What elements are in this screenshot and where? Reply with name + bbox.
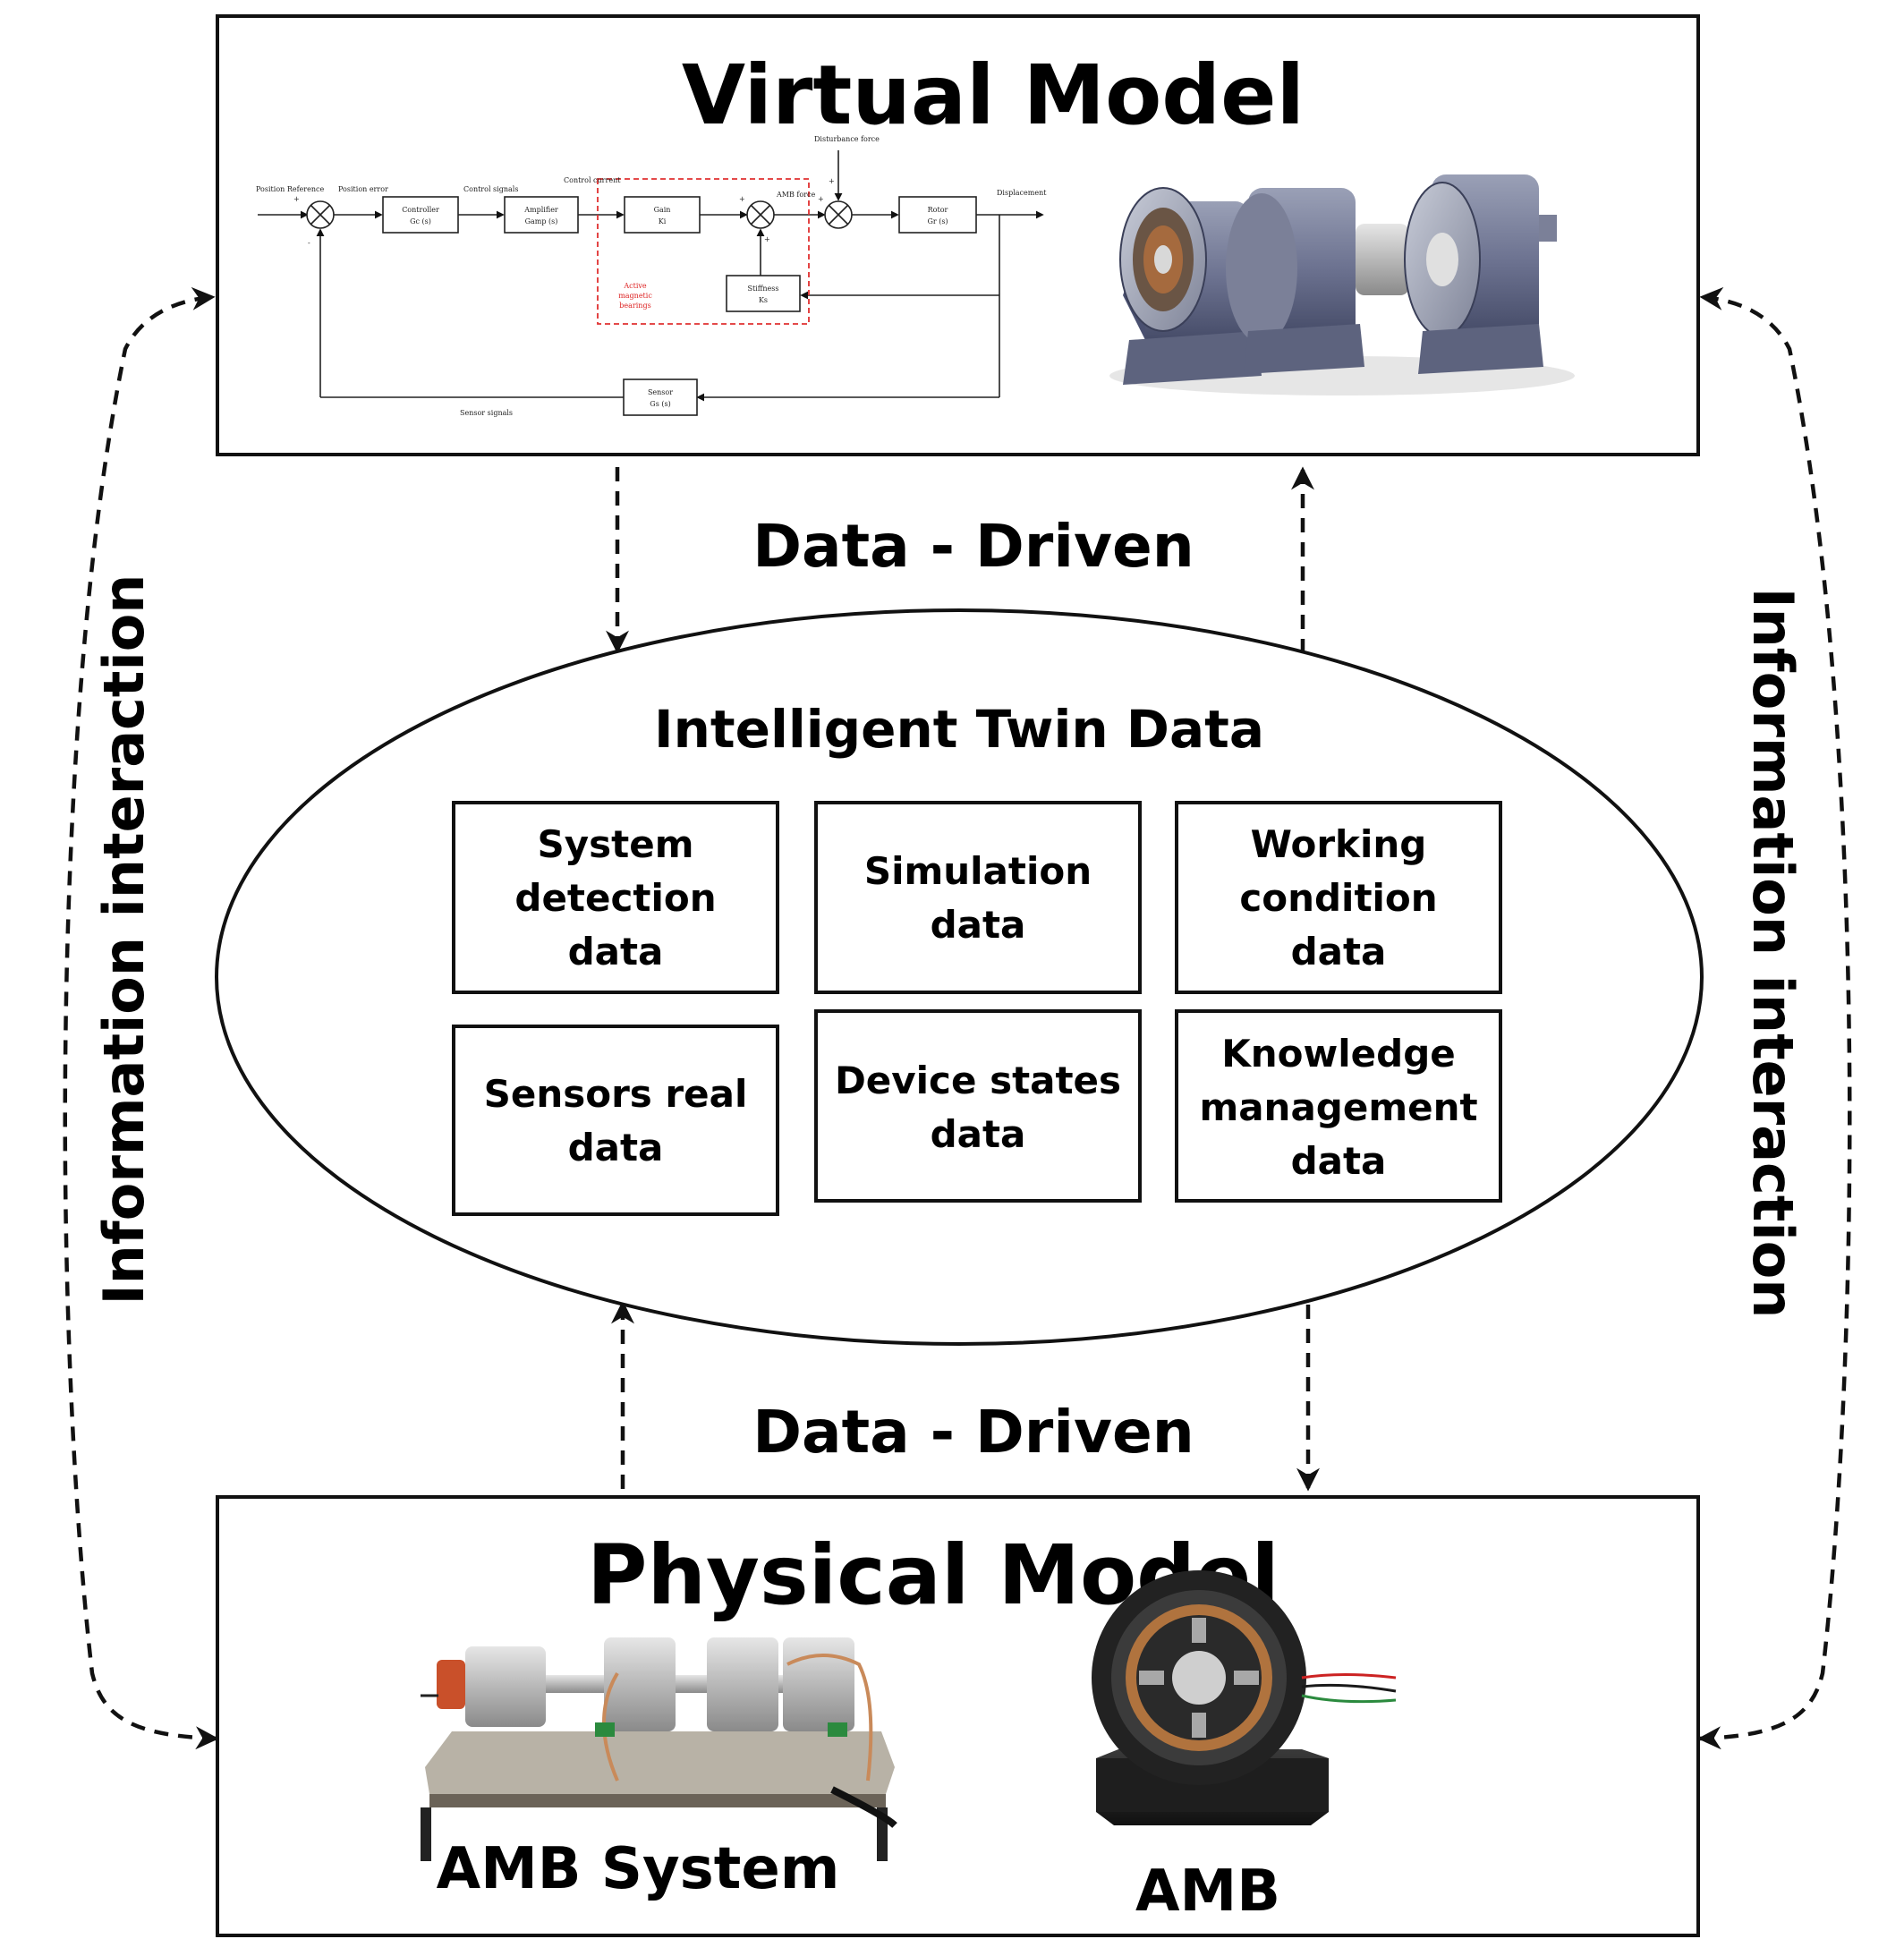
- amb-group-label: Active: [623, 282, 647, 290]
- twin-cell-sensors-real: Sensors real data: [452, 1025, 779, 1216]
- sign-plus: +: [293, 195, 300, 203]
- label-disturbance-force: Disturbance force: [814, 135, 880, 143]
- cell-line: detection: [514, 876, 716, 920]
- twin-cell-working-condition: Working condition data: [1175, 801, 1502, 994]
- physical-model-frame: [216, 1495, 1700, 1937]
- amb-group-label: bearings: [619, 302, 650, 310]
- amb-group-outline: [597, 178, 810, 325]
- cell-line: Knowledge: [1221, 1032, 1456, 1076]
- cell-line: management: [1199, 1085, 1477, 1129]
- sign-plus: +: [829, 177, 835, 185]
- cell-line: data: [931, 903, 1026, 947]
- cell-line: Sensors real: [484, 1072, 748, 1116]
- amb-system-caption: AMB System: [437, 1836, 840, 1902]
- amplifier-tf: Gamp (s): [525, 217, 558, 225]
- amplifier-block: [504, 196, 579, 234]
- information-interaction-arrows: [63, 286, 1852, 1750]
- stiffness-block: [726, 275, 801, 312]
- amb-group-label: magnetic: [618, 292, 652, 300]
- cell-line: data: [1291, 930, 1387, 974]
- controller-block: [382, 196, 459, 234]
- cell-line: data: [1291, 1139, 1387, 1183]
- controller-label: Controller: [402, 206, 439, 214]
- amb-photo-icon: [1092, 1570, 1397, 1825]
- virtual-model-panel: Virtual Model: [216, 14, 1700, 456]
- amplifier-label: Amplifier: [523, 206, 558, 214]
- cell-line: data: [931, 1112, 1026, 1156]
- data-driven-label-top: Data - Driven: [752, 512, 1194, 581]
- block-diagram-labels: Position Reference Position error Contro…: [256, 135, 1047, 417]
- left-interaction-arrow: [63, 286, 219, 1750]
- rotor-block: [898, 196, 977, 234]
- information-interaction-label-left: Information interaction: [91, 574, 157, 1305]
- information-interaction-label-right: Information interaction: [1740, 588, 1806, 1319]
- rotor-tf: Gr (s): [927, 217, 948, 225]
- gain-tf: Ki: [659, 217, 667, 225]
- right-interaction-arrow: [1697, 286, 1852, 1750]
- twin-data-title: Intelligent Twin Data: [654, 699, 1264, 760]
- sensor-label: Sensor: [648, 388, 673, 396]
- gain-label: Gain: [654, 206, 671, 214]
- twin-cell-system-detection: System detection data: [452, 801, 779, 994]
- cell-line: Simulation: [864, 849, 1092, 893]
- twin-cell-knowledge-management: Knowledge management data: [1175, 1009, 1502, 1203]
- label-control-current: Control current: [564, 176, 621, 184]
- amb-caption: AMB: [1135, 1858, 1280, 1925]
- stiffness-label: Stiffness: [747, 285, 778, 293]
- twin-data-ellipse: Intelligent Twin Data System detection d…: [215, 608, 1704, 1346]
- label-position-reference: Position Reference: [256, 185, 324, 193]
- label-position-error: Position error: [338, 185, 388, 193]
- label-displacement: Displacement: [997, 189, 1047, 197]
- physical-model-panel: Physical Model AMB System: [216, 1495, 1700, 1937]
- sensor-block: [623, 378, 698, 416]
- cell-line: System: [538, 822, 694, 866]
- virtual-model-title: Virtual Model: [682, 47, 1305, 143]
- label-amb-force: AMB force: [776, 191, 815, 199]
- sign-plus: +: [818, 195, 824, 203]
- label-sensor-signals: Sensor signals: [460, 409, 513, 417]
- amb-rotor-3d-render-icon: [1109, 174, 1575, 395]
- rotor-label: Rotor: [928, 206, 948, 214]
- twin-cell-simulation: Simulation data: [814, 801, 1142, 994]
- gain-block: [624, 196, 701, 234]
- stiffness-tf: Ks: [759, 296, 768, 304]
- label-control-signals: Control signals: [463, 185, 518, 193]
- sign-plus: +: [764, 235, 770, 243]
- amb-system-photo-icon: [421, 1637, 897, 1861]
- cell-line: data: [568, 1126, 664, 1169]
- controller-tf: Gc (s): [410, 217, 431, 225]
- cell-line: Working: [1251, 822, 1427, 866]
- cell-line: data: [568, 930, 664, 974]
- cell-line: condition: [1239, 876, 1437, 920]
- cell-line: Device states: [835, 1059, 1121, 1102]
- control-block-diagram: [258, 150, 1044, 416]
- data-driven-label-bottom: Data - Driven: [752, 1398, 1194, 1467]
- sign-minus: -: [308, 239, 310, 247]
- sign-plus: +: [739, 195, 745, 203]
- twin-cell-device-states: Device states data: [814, 1009, 1142, 1203]
- data-driven-arrows: [606, 466, 1320, 1492]
- sensor-tf: Gs (s): [650, 400, 670, 408]
